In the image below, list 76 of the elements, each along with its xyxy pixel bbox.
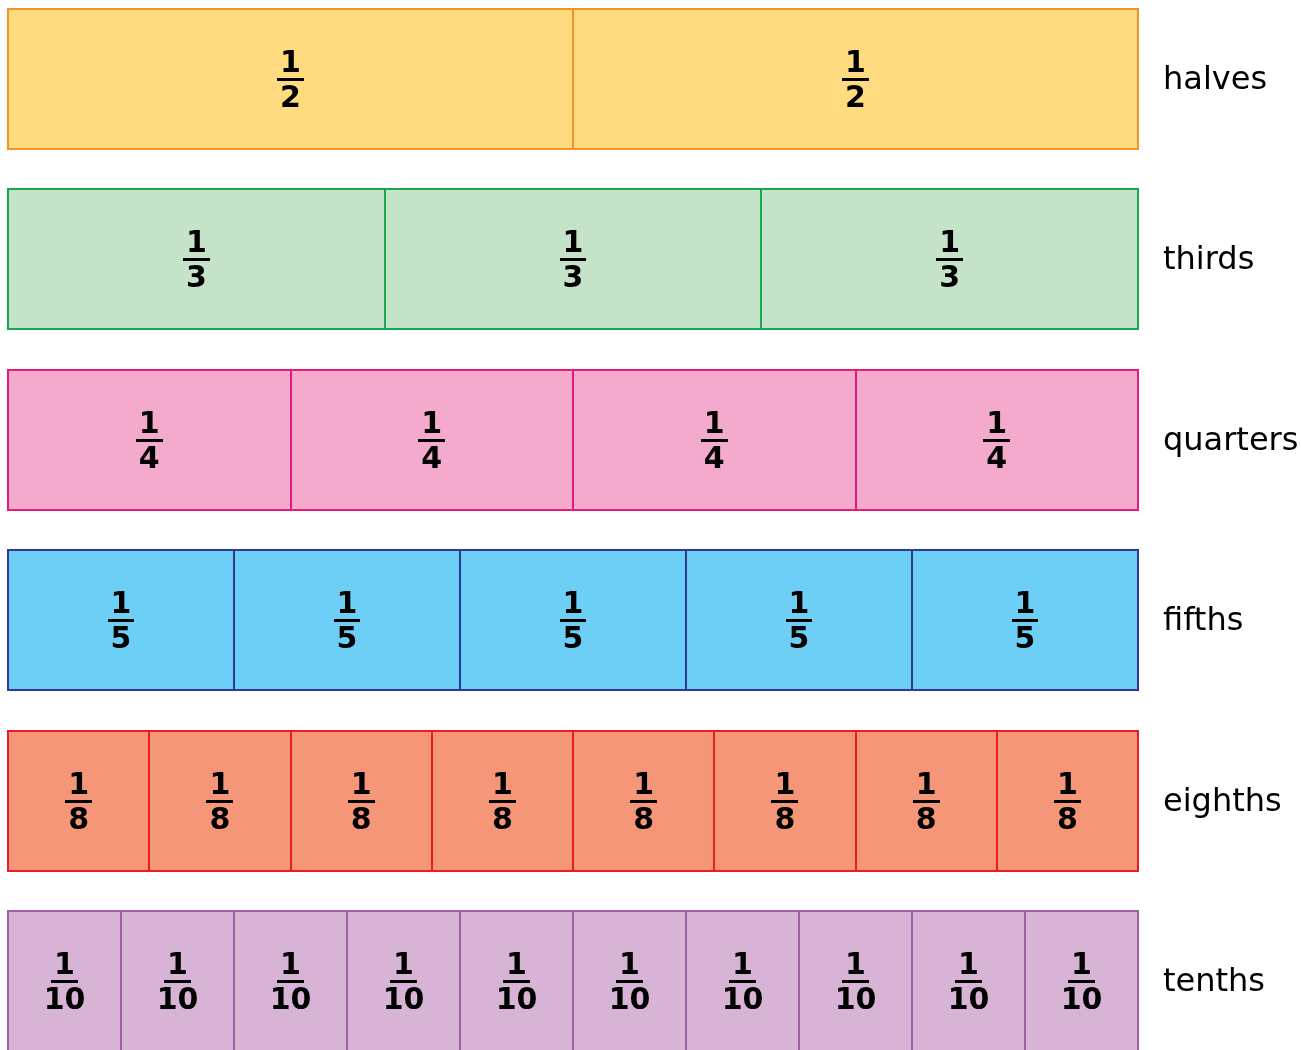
numerator: 1 xyxy=(955,947,982,983)
numerator: 1 xyxy=(559,586,587,622)
denominator: 4 xyxy=(986,441,1008,474)
denominator: 5 xyxy=(1014,621,1036,654)
denominator: 5 xyxy=(788,621,810,654)
numerator: 1 xyxy=(390,947,417,983)
numerator: 1 xyxy=(107,586,135,622)
numerator: 1 xyxy=(488,767,516,803)
denominator: 3 xyxy=(185,260,207,293)
denominator: 10 xyxy=(834,982,877,1015)
numerator: 1 xyxy=(842,947,869,983)
numerator: 1 xyxy=(1068,947,1095,983)
denominator: 8 xyxy=(774,802,796,835)
row-label: quarters xyxy=(1163,420,1299,458)
numerator: 1 xyxy=(785,586,813,622)
numerator: 1 xyxy=(912,767,940,803)
fraction-strip xyxy=(7,369,1139,511)
denominator: 2 xyxy=(280,80,301,113)
denominator: 3 xyxy=(939,260,961,293)
numerator: 1 xyxy=(51,947,78,983)
numerator: 1 xyxy=(182,225,210,261)
denominator: 10 xyxy=(721,982,764,1015)
denominator: 8 xyxy=(915,802,937,835)
numerator: 1 xyxy=(700,406,728,442)
numerator: 1 xyxy=(65,767,93,803)
numerator: 1 xyxy=(983,406,1011,442)
numerator: 1 xyxy=(630,767,658,803)
denominator: 3 xyxy=(562,260,584,293)
denominator: 8 xyxy=(68,802,90,835)
row-label: thirds xyxy=(1163,239,1255,277)
denominator: 8 xyxy=(1056,802,1078,835)
denominator: 10 xyxy=(495,982,538,1015)
fraction-strip xyxy=(7,730,1139,872)
denominator: 10 xyxy=(382,982,425,1015)
denominator: 4 xyxy=(703,441,725,474)
fraction-strip xyxy=(7,910,1139,1050)
denominator: 10 xyxy=(269,982,312,1015)
numerator: 1 xyxy=(277,45,304,81)
denominator: 8 xyxy=(350,802,372,835)
denominator: 10 xyxy=(156,982,199,1015)
denominator: 8 xyxy=(491,802,513,835)
denominator: 5 xyxy=(110,621,132,654)
row-label: tenths xyxy=(1163,961,1265,999)
numerator: 1 xyxy=(206,767,234,803)
fraction-strip xyxy=(7,188,1139,330)
numerator: 1 xyxy=(936,225,964,261)
denominator: 4 xyxy=(138,441,160,474)
denominator: 8 xyxy=(633,802,655,835)
denominator: 10 xyxy=(43,982,86,1015)
numerator: 1 xyxy=(1053,767,1081,803)
fraction-strip xyxy=(7,8,1139,150)
numerator: 1 xyxy=(503,947,530,983)
row-label: eighths xyxy=(1163,781,1282,819)
denominator: 5 xyxy=(336,621,358,654)
fraction-strip xyxy=(7,549,1139,691)
numerator: 1 xyxy=(616,947,643,983)
numerator: 1 xyxy=(842,45,869,81)
denominator: 2 xyxy=(845,80,866,113)
numerator: 1 xyxy=(1011,586,1039,622)
row-label: fifths xyxy=(1163,600,1244,638)
numerator: 1 xyxy=(418,406,446,442)
row-label: halves xyxy=(1163,59,1268,97)
numerator: 1 xyxy=(771,767,799,803)
numerator: 1 xyxy=(347,767,375,803)
denominator: 4 xyxy=(421,441,443,474)
numerator: 1 xyxy=(333,586,361,622)
numerator: 1 xyxy=(277,947,304,983)
denominator: 8 xyxy=(209,802,231,835)
numerator: 1 xyxy=(729,947,756,983)
denominator: 5 xyxy=(562,621,584,654)
numerator: 1 xyxy=(559,225,587,261)
numerator: 1 xyxy=(164,947,191,983)
denominator: 10 xyxy=(608,982,651,1015)
numerator: 1 xyxy=(135,406,163,442)
denominator: 10 xyxy=(1060,982,1103,1015)
denominator: 10 xyxy=(947,982,990,1015)
